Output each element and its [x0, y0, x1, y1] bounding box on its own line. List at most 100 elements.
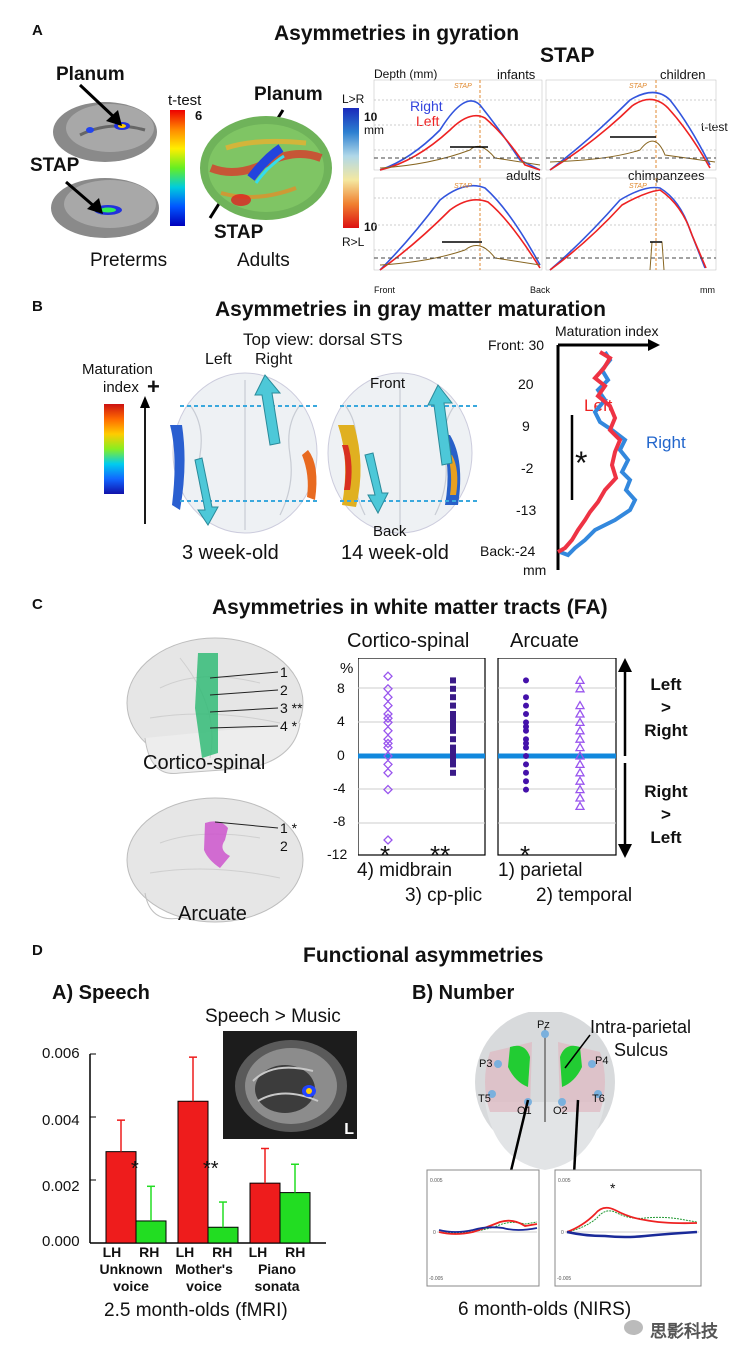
- panel-letter-c: C: [32, 596, 43, 613]
- fa-point-group-3-9: [523, 740, 529, 747]
- fa-point-group-3-12: [523, 761, 529, 768]
- fa-point-group-4-11: [574, 767, 586, 777]
- cs-head-label: Cortico-spinal: [143, 752, 266, 774]
- fa-point-group-2-16: [450, 769, 456, 776]
- speech-music-label: Speech > Music: [205, 1006, 341, 1027]
- fa-point-group-4-3: [574, 700, 586, 710]
- bar-group-3-labels: LH RH Piano sonata: [242, 1244, 312, 1295]
- fa-point-group-4-7: [574, 733, 586, 743]
- panel-d-title: Functional asymmetries: [303, 944, 544, 967]
- panel-a-title: Asymmetries in gyration: [274, 22, 520, 45]
- percent-label: %: [340, 660, 354, 677]
- bar-group-3-hemis: LH RH: [242, 1244, 312, 1261]
- stap-depth-plots: STAP STAP STAP STAP: [373, 79, 717, 271]
- back-tick: Back:-24: [480, 543, 536, 559]
- fa-point-group-3-3: [523, 702, 529, 709]
- electrode-p4: P4: [595, 1055, 609, 1067]
- ttest-axis-label: t-test: [701, 120, 728, 134]
- number-title: B) Number: [412, 982, 515, 1004]
- rh-label-1: RH: [139, 1244, 160, 1260]
- fa-star-3: *: [520, 840, 531, 870]
- lr-line-1: Left: [650, 675, 682, 694]
- ttest-max: 6: [195, 108, 203, 123]
- rh-label-3: RH: [285, 1244, 306, 1260]
- right-label-b: Right: [255, 351, 293, 368]
- maturation-plot: [556, 339, 660, 570]
- fa-point-group-3-8: [523, 736, 529, 743]
- fa-point-group-4-9: [574, 750, 586, 760]
- maturation-label: Maturation: [82, 361, 153, 378]
- electrode-t6: T6: [592, 1093, 605, 1105]
- rl-line-2: >: [661, 805, 671, 824]
- chimpanzees-label: chimpanzees: [628, 168, 705, 183]
- legend-right: Right: [410, 98, 443, 114]
- preterm-brains-image: [51, 102, 159, 238]
- bar-group-1-name2: voice: [113, 1278, 149, 1294]
- top-view-label: Top view: dorsal STS: [243, 330, 403, 349]
- bar-y-tick-0006: 0.006: [42, 1045, 80, 1062]
- bar-group-2-hemis: LH RH: [169, 1244, 239, 1261]
- bar-y-tick-0004: 0.004: [42, 1112, 80, 1129]
- preterms-caption: Preterms: [90, 250, 168, 271]
- bar-group-1-hemis: LH RH: [96, 1244, 166, 1261]
- fa-point-group-3-5: [523, 719, 529, 726]
- panel-letter-b: B: [32, 298, 43, 315]
- left-label-b: Left: [205, 351, 232, 368]
- fa-point-group-3-4: [523, 711, 529, 717]
- electrode-p3: P3: [479, 1058, 493, 1070]
- wechat-icon: [624, 1320, 643, 1335]
- ips-label-1: Intra-parietal: [590, 1017, 692, 1037]
- tick-9: 9: [522, 418, 530, 434]
- fa-point-group-4-4: [574, 708, 586, 718]
- mri-image: [235, 1040, 347, 1132]
- ttest-label: t-test: [168, 92, 202, 109]
- fa-point-group-2-15: [450, 761, 456, 768]
- svg-text:-0.005: -0.005: [557, 1276, 571, 1282]
- bar-rh-1: [135, 1220, 167, 1244]
- bar-group-3-name: Piano: [257, 1261, 297, 1277]
- mri-L-label: L: [344, 1121, 354, 1138]
- fa-point-group-4-15: [574, 801, 586, 811]
- lr-colorbar: [343, 108, 359, 228]
- fa-point-group-1-16: [383, 835, 393, 845]
- fa-point-group-3-7: [523, 727, 529, 734]
- fa-point-group-3-1: [523, 677, 529, 684]
- fa-point-group-2-2: [450, 685, 456, 692]
- x-label-parietal: 1) parietal: [498, 860, 583, 881]
- fa-star-1: *: [380, 840, 391, 870]
- cs-mark-1: 1: [280, 664, 288, 680]
- stap-label-preterm: STAP: [30, 155, 80, 176]
- mini-stap-2: STAP: [629, 83, 647, 90]
- fa-point-group-2-9: [450, 727, 456, 734]
- fa-point-group-4-14: [574, 792, 586, 802]
- ttest-colorbar: [170, 110, 185, 226]
- arc-mark-1: 1 *: [280, 820, 298, 836]
- fa-point-group-4-6: [574, 725, 586, 735]
- adults-plot-label: adults: [506, 168, 541, 183]
- bar-lh-1: [105, 1151, 137, 1244]
- maturation-label-2: index: [103, 379, 139, 396]
- tick-20: 20: [518, 376, 534, 392]
- fa-point-group-3-10: [523, 744, 529, 751]
- fa-point-group-2-10: [450, 736, 456, 743]
- cs-mark-3: 3 **: [280, 700, 303, 716]
- maturation-arrow: [140, 396, 150, 524]
- children-label: children: [660, 67, 706, 82]
- panel-c-title: Asymmetries in white matter tracts (FA): [212, 596, 608, 619]
- cs-plot-title: Cortico-spinal: [347, 630, 470, 652]
- y-tick-4: 4: [337, 713, 345, 729]
- arc-head-label: Arcuate: [178, 903, 247, 925]
- fa-point-group-2-4: [450, 702, 456, 709]
- fa-point-group-1-3: [383, 692, 393, 703]
- fa-point-group-4-2: [574, 683, 586, 693]
- speech-bar-chart: [89, 1053, 326, 1244]
- stap-subplot-chimpanzees: [545, 177, 717, 271]
- bar-group-2-name2: voice: [186, 1278, 222, 1294]
- stap-plot-title: STAP: [540, 44, 595, 67]
- lh-label-1: LH: [102, 1244, 122, 1260]
- svg-text:0: 0: [561, 1230, 564, 1236]
- planum-label-adult: Planum: [254, 84, 323, 105]
- nirs-arrows: [502, 1034, 591, 1188]
- cs-mark-2: 2: [280, 682, 288, 698]
- bar-group-2-name: Mother's: [175, 1261, 233, 1277]
